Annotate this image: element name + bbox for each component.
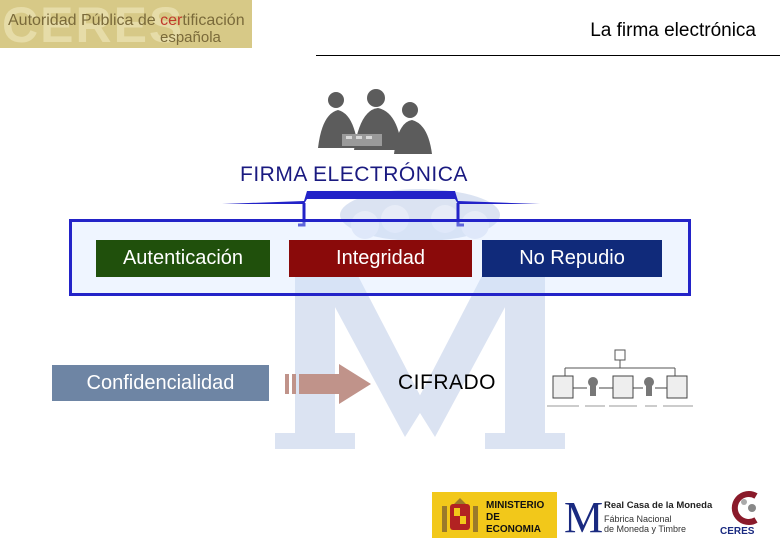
ceres-logo-line1-b: cer [160, 12, 183, 29]
economia-line1: MINISTERIO [486, 500, 545, 511]
ceres-small-logo: CERES [718, 490, 776, 540]
fnmt-line1: Real Casa de la Moneda [604, 500, 713, 511]
people-illustration [318, 89, 432, 154]
heading-bracket [222, 191, 540, 227]
cifrado-label: CIFRADO [398, 371, 496, 394]
ceres-small-text: CERES [720, 526, 755, 537]
background-m-watermark [275, 189, 565, 449]
arrow-right-icon [285, 364, 371, 404]
fnmt-logo: M Real Casa de la Moneda Fábrica Naciona… [560, 490, 720, 542]
spain-crest-icon [442, 498, 478, 532]
ceres-logo-line1-a: Autoridad Pública de [8, 12, 161, 29]
ceres-c-logo [731, 491, 758, 525]
header-divider [316, 55, 780, 56]
fnmt-subtitle: Fábrica Nacional de Moneda y Timbre [604, 514, 686, 534]
ceres-logo-line2: española [160, 29, 221, 46]
integridad-label: Integridad [289, 240, 472, 277]
ceres-logo-line1-c: tificación [182, 12, 245, 29]
fnmt-m-logo: M [564, 493, 604, 542]
ceres-logo: CERES Autoridad Pública de certificación… [0, 0, 252, 48]
signature-process-diagram [547, 349, 693, 407]
economia-line2: DE ECONOMIA [486, 512, 541, 535]
firma-electronica-heading: FIRMA ELECTRÓNICA [240, 163, 468, 186]
ceres-logo-big-text: CERES [2, 0, 185, 48]
autenticacion-label: Autenticación [96, 240, 270, 277]
ministerio-economia-text: MINISTERIO DE ECONOMIA [486, 500, 557, 536]
fnmt-line2: Fábrica Nacional [604, 514, 672, 524]
fnmt-line3: de Moneda y Timbre [604, 524, 687, 534]
ministerio-economia-logo: MINISTERIO DE ECONOMIA [432, 492, 557, 538]
page-title: La firma electrónica [590, 20, 756, 41]
ceres-logo-line1: Autoridad Pública de certificación [8, 12, 245, 30]
no-repudio-label: No Repudio [482, 240, 662, 277]
confidencialidad-label: Confidencialidad [52, 365, 269, 401]
